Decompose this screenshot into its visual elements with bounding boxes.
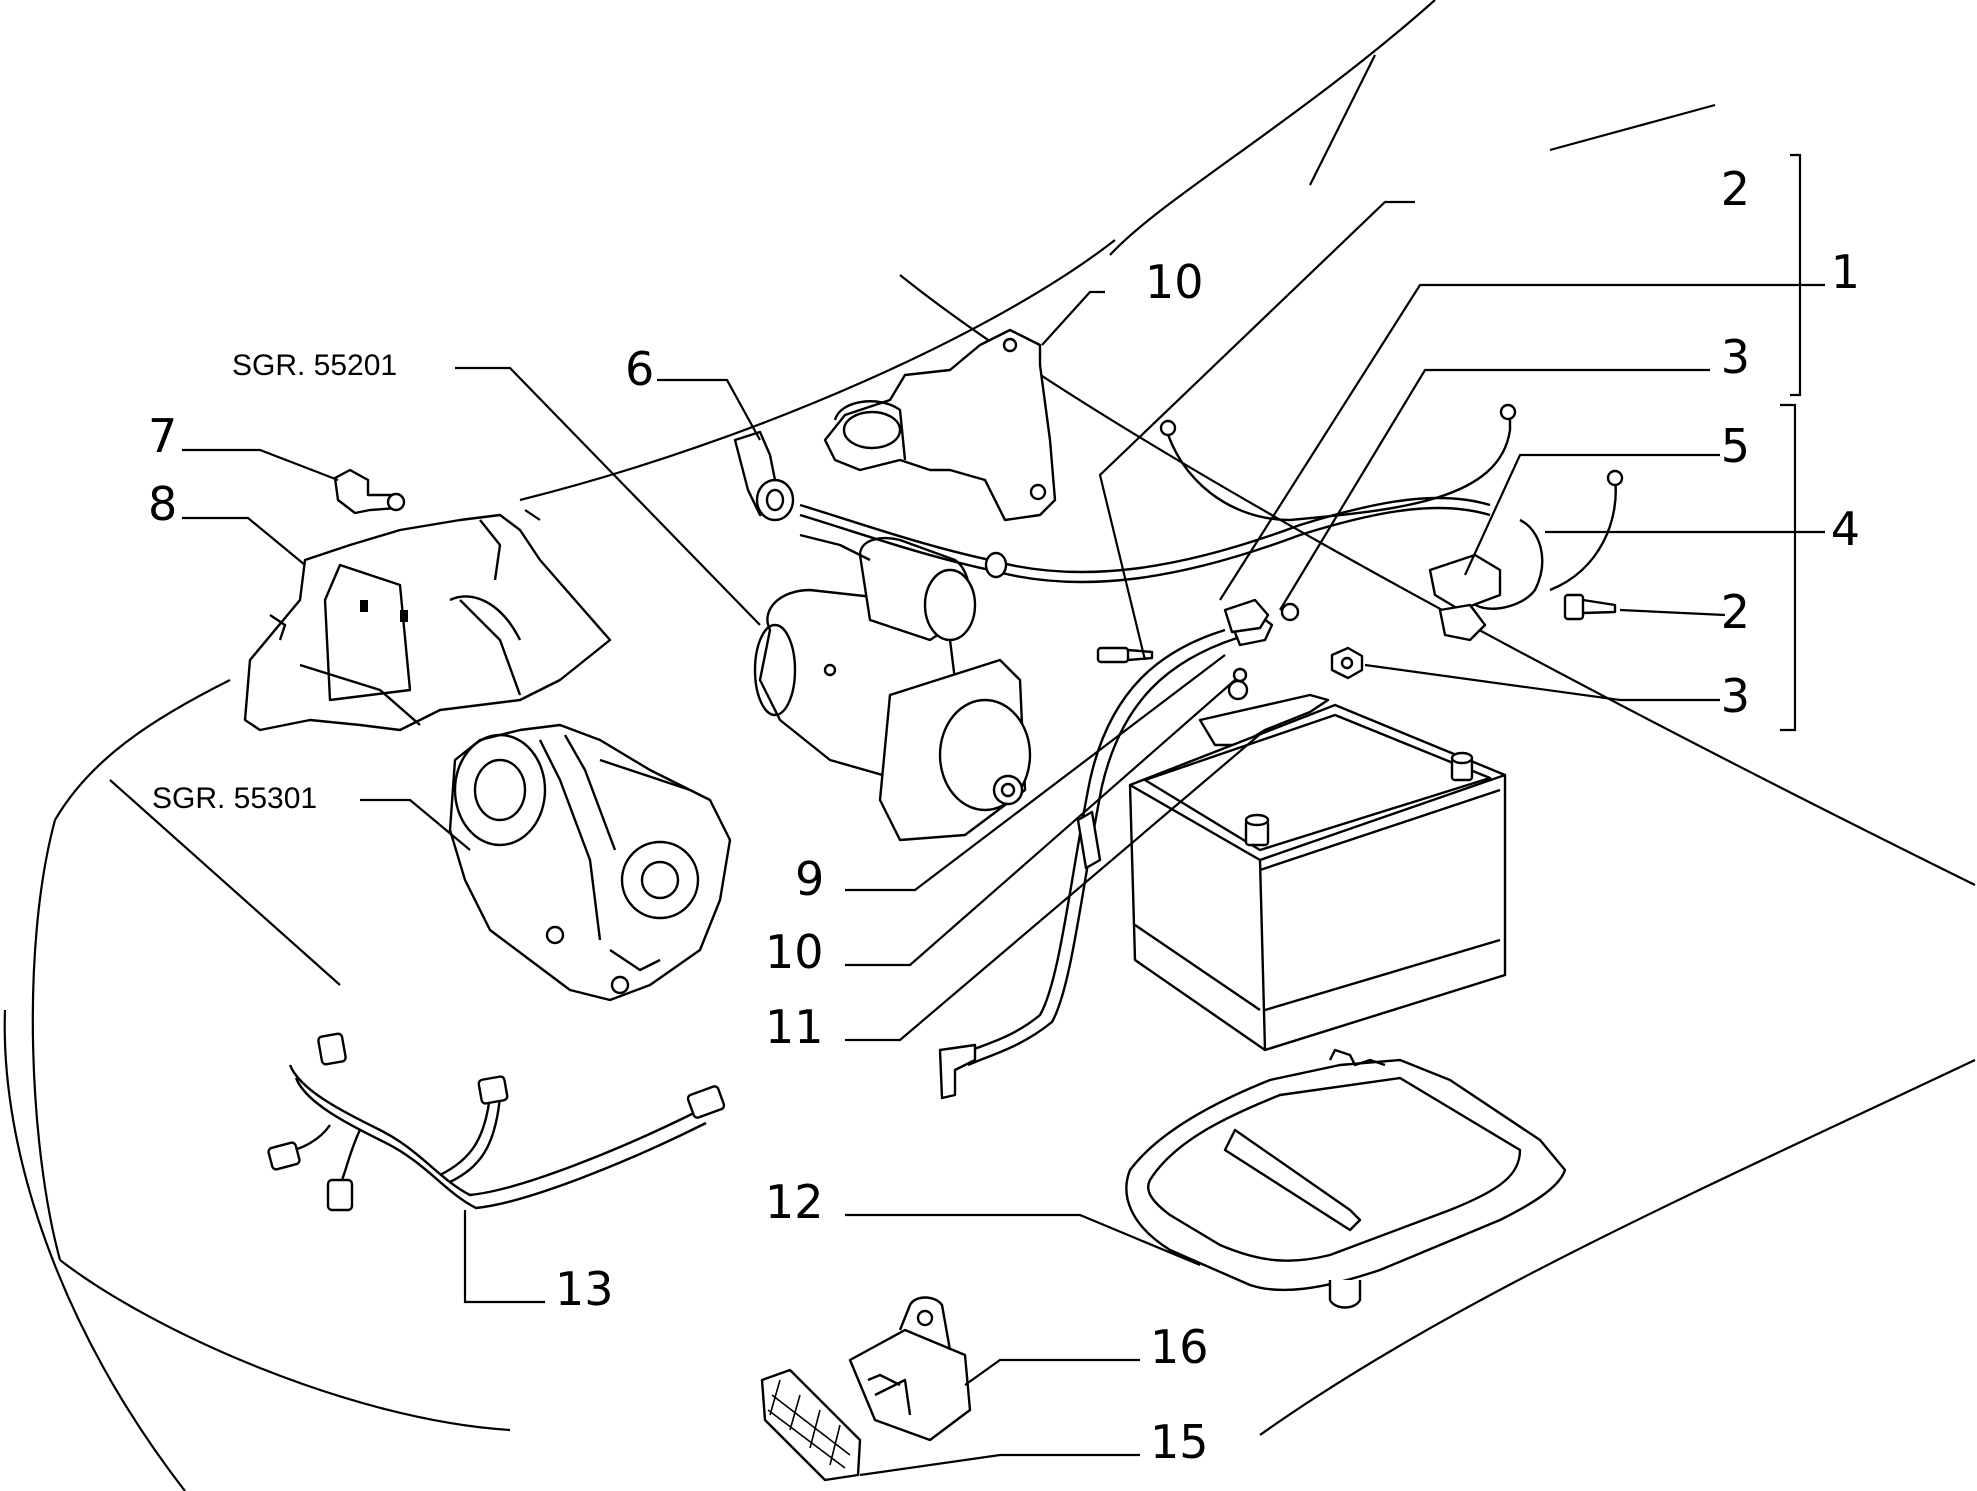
label-12: 10	[1145, 255, 1204, 309]
label-14: 13	[555, 1262, 614, 1316]
bracket-part-8	[243, 513, 612, 732]
label-15: 15	[1150, 1415, 1209, 1469]
label-11: 11	[765, 1000, 824, 1054]
sensor-part-7	[333, 468, 406, 515]
holder-part-16	[848, 1296, 972, 1442]
ground-cable	[938, 610, 1274, 1100]
battery-drawing	[1128, 703, 1507, 1052]
label-3-top: 3	[1721, 330, 1750, 384]
grille-part-15	[760, 1368, 862, 1482]
wiring-harness-part-14	[267, 1032, 726, 1212]
ref-alternator: SGR. 55301	[152, 782, 317, 815]
part-labels: 2 1 3 5 4 2 3 10 6 7 8 9	[148, 162, 1860, 906]
label-6: 6	[625, 342, 654, 396]
battery-tray-part-13	[1125, 1048, 1567, 1309]
label-2-right: 2	[1721, 585, 1750, 639]
label-9: 9	[795, 852, 824, 906]
starter-motor-drawing	[753, 533, 1032, 842]
label-3-right: 3	[1721, 669, 1750, 723]
label-13: 12	[765, 1175, 824, 1229]
label-1: 1	[1831, 245, 1860, 299]
label-4: 4	[1831, 502, 1860, 556]
label-16: 16	[1150, 1320, 1209, 1374]
wire-4	[1159, 403, 1624, 610]
final-labels: 10 11 12 13 16 15 SGR. 55201 SGR. 55301	[152, 349, 1209, 1469]
clamp-plate-part-11	[1198, 667, 1330, 747]
starter-wire	[799, 496, 1491, 584]
alternator-drawing	[448, 723, 732, 1002]
clamp-part-1	[1223, 598, 1300, 634]
connector-part-5	[1428, 553, 1502, 642]
nut-part-3-right	[1330, 646, 1364, 680]
bracket-part-12	[823, 328, 1057, 522]
label-7: 7	[148, 409, 177, 463]
bolt-part-2-right	[1563, 593, 1617, 621]
label-8: 8	[148, 477, 177, 531]
clip-part-6	[733, 430, 795, 522]
ref-starter: SGR. 55201	[232, 349, 397, 382]
label-2-top: 2	[1721, 162, 1750, 216]
label-5: 5	[1721, 419, 1750, 473]
leader-lines	[182, 153, 1825, 1477]
label-10-final: 10	[765, 925, 824, 979]
